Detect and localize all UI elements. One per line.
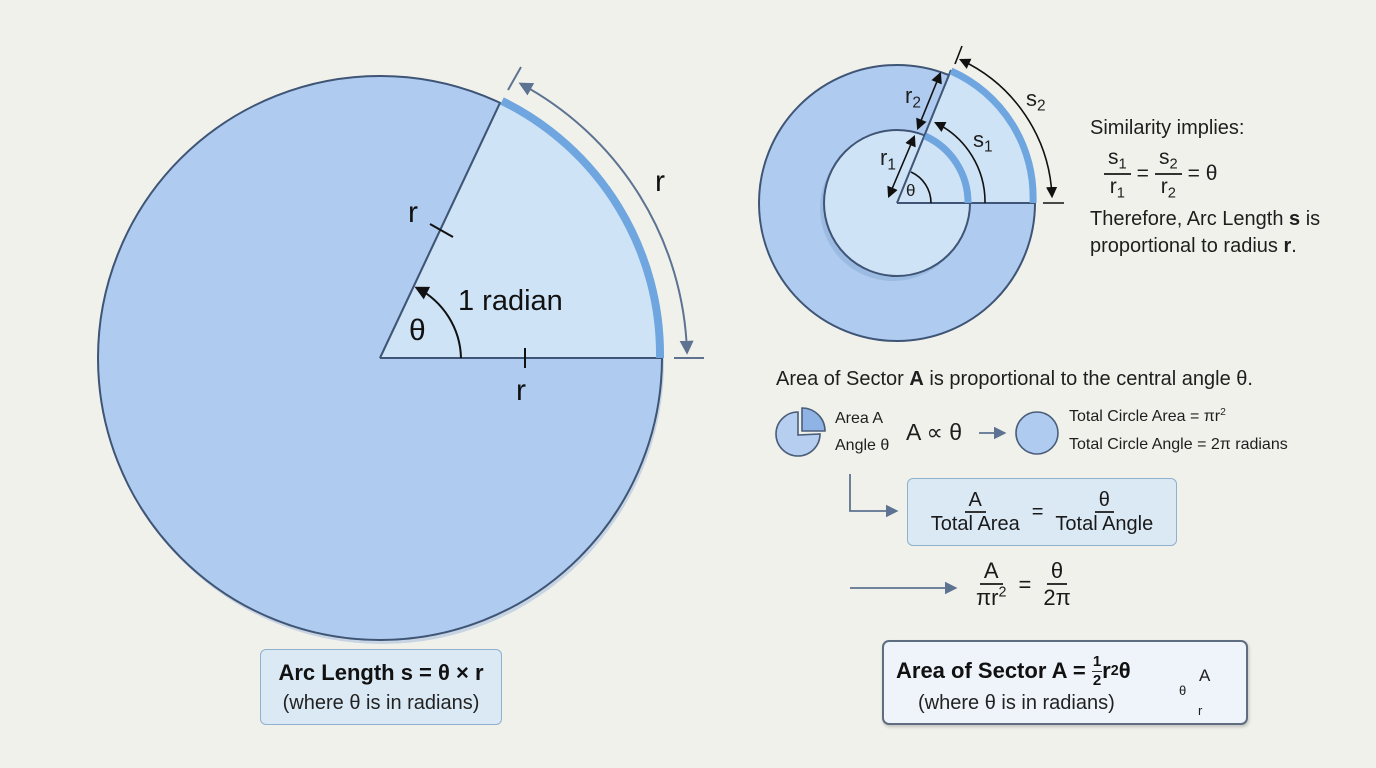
theta-label: θ [409,314,426,347]
r2-label: r2 [905,83,921,112]
arc-length-formula-box: Arc Length s = θ × r (where θ is in radi… [260,649,502,725]
legend-area: Area A [835,410,884,427]
sector-icon-area-label: A [1199,666,1211,685]
sector-area-note: (where θ is in radians) [918,692,1115,714]
one-radian-label: 1 radian [458,285,563,317]
total-circle-angle: Total Circle Angle = 2π radians [1069,436,1288,453]
arc-length-label: r [655,165,665,198]
total-circle-area: Total Circle Area = πr2 [1069,406,1226,425]
arc-length-note: (where θ is in radians) [282,692,480,714]
elbow-arrow-icon [849,474,899,518]
proportional-relation: A ∝ θ [906,419,963,445]
area-heading: Area of Sector A is proportional to the … [776,368,1253,390]
legend-angle: Angle θ [835,437,890,454]
similarity-conclusion-line2: proportional to radius r. [1090,235,1297,257]
sector-icon-radius-label: r [1198,703,1203,718]
r1-label: r1 [880,145,896,174]
similarity-conclusion-line1: Therefore, Arc Length s is [1090,208,1321,230]
radius-label-top: r [408,196,418,229]
arc-length-formula: Arc Length s = θ × r [278,660,484,685]
radius-label-bottom: r [516,374,526,407]
sector-icon-angle-label: θ [1179,683,1187,698]
s1-label: s1 [973,127,993,156]
s2-label: s2 [1026,86,1046,115]
similarity-circles [758,45,1064,342]
unit-radian-circle [97,66,704,644]
theta-small-label: θ [906,181,916,200]
full-circle-icon [1015,411,1059,455]
pie-chart-icon [775,407,826,457]
similarity-heading: Similarity implies: [1090,117,1245,139]
